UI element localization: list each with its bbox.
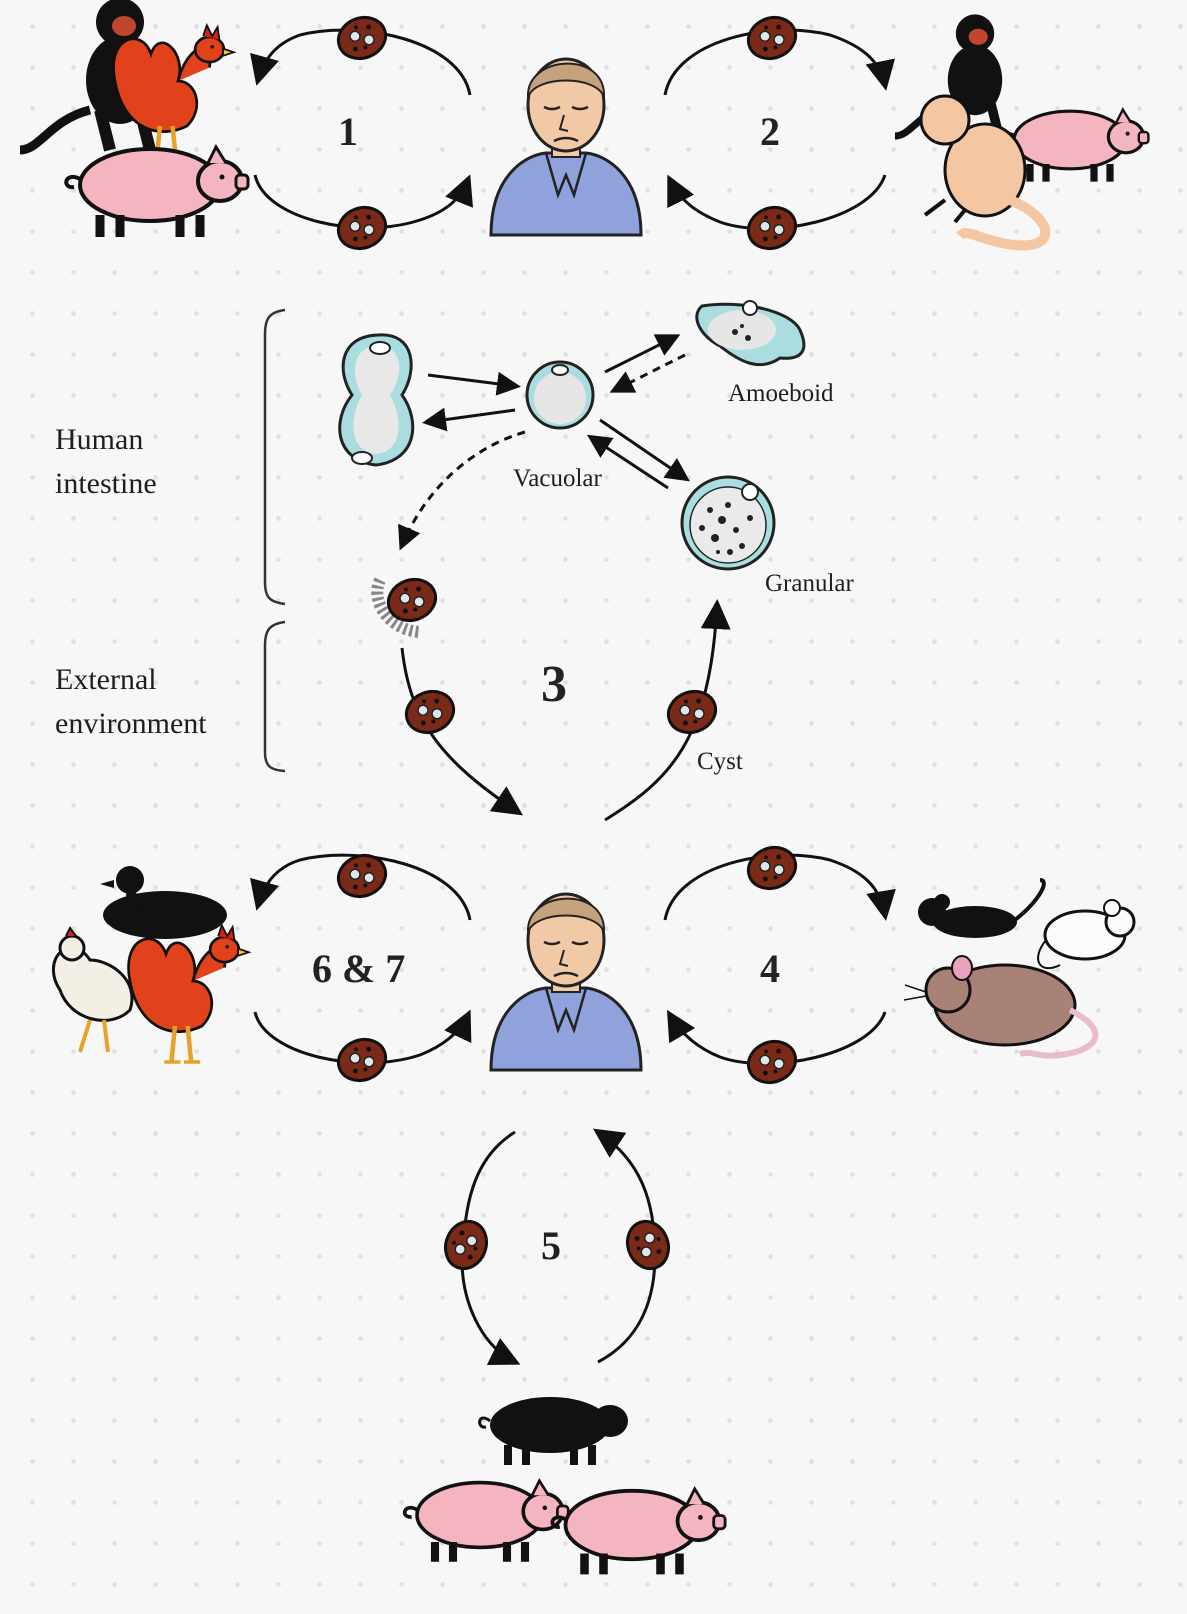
arrow-to-vacuolar — [427, 371, 521, 396]
pig-icon — [552, 1489, 725, 1575]
cyst-icon — [331, 199, 393, 257]
cyst-icon — [399, 683, 461, 741]
human-icon — [489, 57, 643, 237]
rat-icon — [918, 878, 1046, 938]
mouse-icon — [1037, 899, 1136, 970]
cyst-icon — [741, 199, 803, 257]
vacuolar-label: Vacuolar — [513, 465, 602, 492]
cyst-label: Cyst — [697, 748, 743, 775]
external-line2: environment — [55, 707, 207, 740]
arrow-granular-back — [586, 434, 669, 490]
intestine-bracket — [263, 308, 286, 606]
cycle1-arrow-out — [250, 28, 472, 96]
pig-icon — [405, 1481, 569, 1562]
arrow-to-dividing — [422, 407, 516, 432]
amoeboid-label: Amoeboid — [728, 380, 834, 407]
arrow-to-granular — [599, 418, 690, 482]
pig-icon — [66, 147, 248, 237]
cycle-1-label: 1 — [338, 109, 358, 154]
cycle67-arrow-out — [250, 853, 472, 921]
cyst-icon — [619, 1214, 677, 1276]
cycle67-arrow-in — [253, 1009, 472, 1065]
human-intestine-line2: intestine — [55, 467, 157, 500]
cycle2-arrow-out — [663, 28, 895, 96]
external-environment-label: External environment — [55, 658, 207, 746]
cycle-3-label: 3 — [541, 656, 567, 713]
dividing-vacuolar-form — [338, 333, 415, 467]
human-intestine-label: Human intestine — [55, 418, 157, 506]
cyst-icon — [331, 1031, 393, 1089]
hen-icon — [52, 926, 134, 1053]
pig-icon — [480, 1397, 628, 1465]
external-bracket — [263, 620, 286, 773]
rooster-icon — [129, 925, 249, 1062]
cyst-icon — [741, 9, 803, 67]
human-intestine-line1: Human — [55, 423, 144, 456]
granular-label: Granular — [765, 570, 854, 597]
cyst-icon — [331, 847, 393, 905]
cycle3-arrow-in — [400, 647, 523, 816]
cycle-6-7-label: 6 & 7 — [312, 946, 406, 991]
human-icon — [489, 892, 643, 1072]
cyst-icon — [371, 571, 443, 638]
cycle-2-label: 2 — [760, 109, 780, 154]
rat-icon — [903, 955, 1099, 1059]
cycle4-arrow-in — [666, 1009, 887, 1066]
amoeboid-form — [695, 300, 806, 367]
cyst-icon — [437, 1214, 495, 1276]
cycle2-arrow-in — [667, 174, 887, 231]
monkey-icon — [919, 94, 1051, 251]
cyst-icon — [661, 683, 723, 741]
granular-form — [680, 475, 776, 571]
cyst-icon — [331, 9, 393, 67]
cyst-icon — [741, 1033, 803, 1091]
cycle-5-label: 5 — [541, 1223, 561, 1268]
arrow-to-cyst — [398, 430, 526, 551]
cycle4-arrow-out — [663, 853, 896, 921]
cycle-4-label: 4 — [760, 946, 780, 991]
cycle1-arrow-in — [253, 174, 474, 230]
external-line1: External — [55, 663, 157, 696]
cycle3-arrow-out — [604, 599, 731, 822]
arrow-to-amoeboid — [604, 334, 681, 374]
rooster-icon — [114, 25, 234, 162]
cyst-icon — [741, 839, 803, 897]
duck-icon — [100, 866, 227, 939]
vacuolar-form — [525, 360, 595, 430]
